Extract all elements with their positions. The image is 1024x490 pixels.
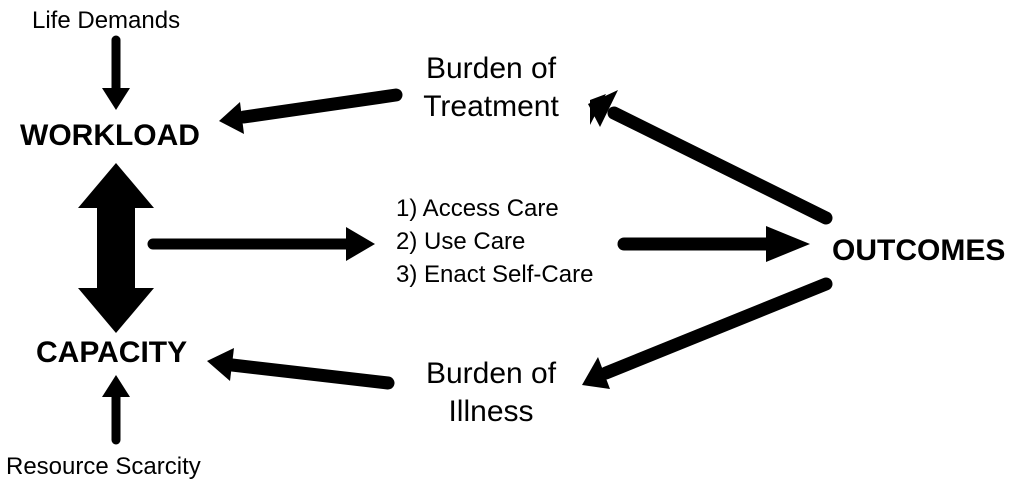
arrow-resource-scarcity-to-capacity bbox=[102, 375, 130, 445]
capacity-label: CAPACITY bbox=[36, 336, 188, 369]
double-arrow-workload-capacity bbox=[78, 163, 154, 333]
life-demands-label: Life Demands bbox=[32, 7, 181, 34]
burden-of-treatment-line-2: Treatment bbox=[423, 90, 559, 123]
burden-of-treatment-label: Burden of Treatment bbox=[408, 50, 574, 126]
resource-scarcity-label: Resource Scarcity bbox=[6, 453, 201, 480]
arrow-outcomes-to-burden-of-illness bbox=[582, 277, 833, 389]
arrow-steps-to-outcomes bbox=[617, 226, 810, 262]
arrow-to-care-steps bbox=[147, 227, 375, 261]
care-steps-list: 1) Access Care 2) Use Care 3) Enact Self… bbox=[396, 192, 593, 291]
arrow-burden-of-illness-to-capacity bbox=[207, 348, 395, 390]
burden-of-illness-line-2: Illness bbox=[448, 395, 534, 428]
care-step-item: 2) Use Care bbox=[396, 228, 526, 255]
care-step-item: 3) Enact Self-Care bbox=[396, 261, 594, 288]
arrow-outcomes-to-burden-of-treatment bbox=[588, 90, 833, 225]
burden-of-treatment-line-1: Burden of bbox=[425, 52, 557, 85]
arrow-burden-of-treatment-to-workload bbox=[219, 88, 403, 134]
burden-of-illness-line-1: Burden of bbox=[425, 357, 557, 390]
burden-of-illness-label: Burden of Illness bbox=[408, 355, 574, 431]
outcomes-label: OUTCOMES bbox=[832, 234, 1006, 267]
workload-label: WORKLOAD bbox=[20, 119, 200, 152]
care-step-item: 1) Access Care bbox=[396, 195, 559, 222]
arrow-life-demands-to-workload bbox=[102, 35, 130, 110]
